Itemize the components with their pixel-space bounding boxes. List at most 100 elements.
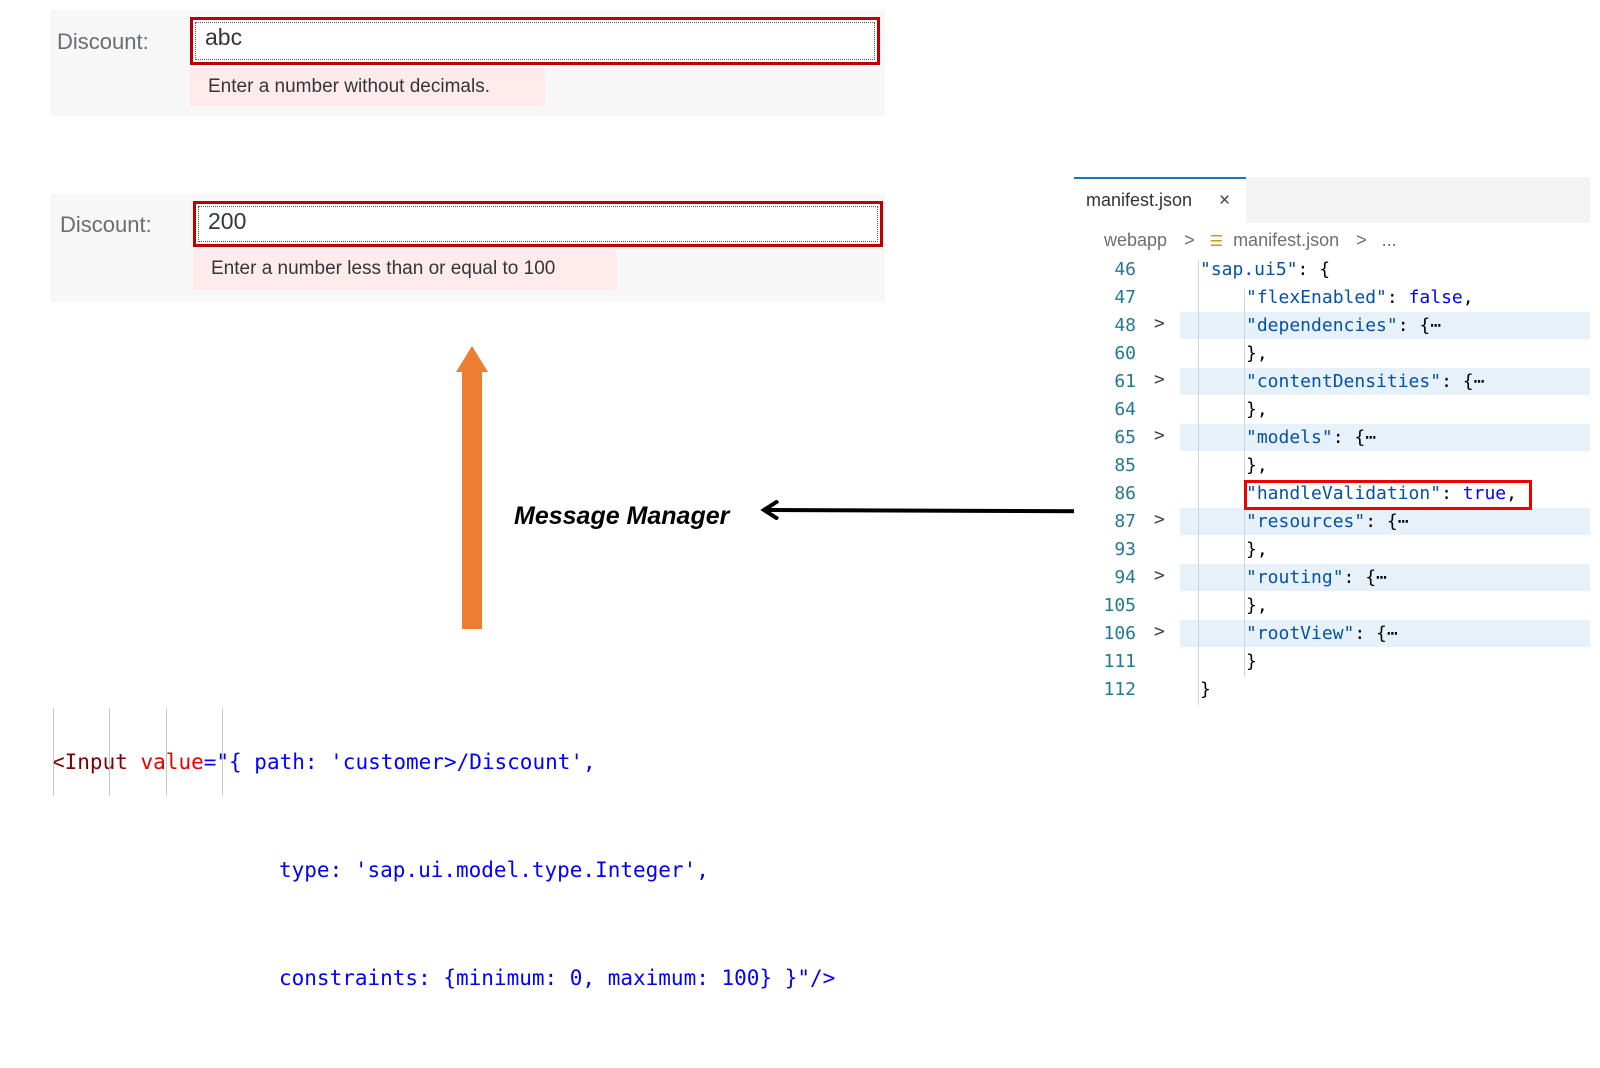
folded-line-highlight	[1180, 312, 1590, 339]
line-number: 47	[1114, 287, 1136, 308]
code-lines: 46"sap.ui5": { 47 "flexEnabled": false, 48 >…	[1074, 255, 1590, 703]
json-punctuation: }	[1246, 651, 1257, 672]
line-number: 87	[1114, 511, 1136, 532]
code-line: 94 > "routing": {⋯	[1074, 563, 1590, 591]
close-icon[interactable]: ×	[1219, 190, 1231, 211]
code-editor: manifest.json × webapp > ☰ manifest.json …	[1074, 177, 1590, 722]
code-text: "sap.ui5": {	[1200, 259, 1330, 280]
json-punctuation: },	[1246, 455, 1268, 476]
json-key: "dependencies"	[1246, 315, 1398, 336]
json-punctuation: : {⋯	[1365, 511, 1409, 532]
chevron-right-icon[interactable]: >	[1154, 565, 1165, 586]
json-punctuation: }	[1200, 679, 1211, 700]
code-line: 86"handleValidation": true,	[1074, 479, 1590, 507]
discount-label: Discount:	[57, 29, 149, 54]
discount-panel-1: Discount: abc Enter a number without dec…	[50, 10, 885, 116]
code-text: "rootView": {⋯	[1246, 623, 1398, 644]
code-line: 93},	[1074, 535, 1590, 563]
code-line: 87 > "resources": {⋯	[1074, 507, 1590, 535]
code-text: "routing": {⋯	[1246, 567, 1387, 588]
code-text: "resources": {⋯	[1246, 511, 1409, 532]
json-key: "routing"	[1246, 567, 1344, 588]
indent-guide	[1198, 261, 1199, 705]
code-line: 112}	[1074, 675, 1590, 703]
json-punctuation: : {	[1297, 259, 1331, 280]
json-file-icon: ☰	[1209, 233, 1224, 250]
error-message: Enter a number without decimals.	[190, 68, 545, 106]
discount-label: Discount:	[60, 212, 152, 237]
discount-input[interactable]: abc	[190, 17, 880, 65]
tab-manifest-json[interactable]: manifest.json ×	[1074, 177, 1246, 223]
line-number: 111	[1103, 651, 1136, 672]
highlight-box	[1244, 480, 1532, 510]
code-line-2: type: 'sap.ui.model.type.Integer',	[52, 852, 835, 888]
code-text: }	[1246, 651, 1257, 672]
code-value: ="{ path: 'customer>/Discount',	[203, 750, 596, 774]
code-line: 111}	[1074, 647, 1590, 675]
line-number: 48	[1114, 315, 1136, 336]
json-key: "rootView"	[1246, 623, 1355, 644]
code-tag: <Input	[52, 750, 128, 774]
json-punctuation: },	[1246, 399, 1268, 420]
line-number: 106	[1103, 623, 1136, 644]
line-number: 60	[1114, 343, 1136, 364]
message-manager-label: Message Manager	[514, 502, 730, 530]
folded-line-highlight	[1180, 368, 1590, 395]
chevron-right-icon: >	[1356, 230, 1367, 250]
folded-line-highlight	[1180, 620, 1590, 647]
json-punctuation: },	[1246, 595, 1268, 616]
breadcrumb-folder[interactable]: webapp	[1104, 230, 1168, 250]
chevron-right-icon[interactable]: >	[1154, 621, 1165, 642]
code-text: "dependencies": {⋯	[1246, 315, 1441, 336]
line-number: 64	[1114, 399, 1136, 420]
code-text: },	[1246, 399, 1268, 420]
code-line: 61 > "contentDensities": {⋯	[1074, 367, 1590, 395]
code-text: "flexEnabled": false,	[1246, 287, 1474, 308]
code-line: 105},	[1074, 591, 1590, 619]
line-number: 85	[1114, 455, 1136, 476]
indent-guides	[52, 708, 223, 798]
code-value: type: 'sap.ui.model.type.Integer',	[279, 858, 709, 882]
code-text: },	[1246, 539, 1268, 560]
json-punctuation: },	[1246, 539, 1268, 560]
json-punctuation: : {⋯	[1397, 315, 1442, 336]
json-key: "models"	[1246, 427, 1333, 448]
breadcrumb: webapp > ☰manifest.json > ...	[1104, 230, 1403, 251]
chevron-right-icon[interactable]: >	[1154, 509, 1165, 530]
breadcrumb-more[interactable]: ...	[1381, 230, 1397, 250]
line-number: 94	[1114, 567, 1136, 588]
chevron-right-icon[interactable]: >	[1154, 369, 1165, 390]
code-text: "handleValidation": true,	[1246, 483, 1517, 504]
code-line-1: <Input value="{ path: 'customer>/Discoun…	[52, 744, 835, 780]
folded-line-highlight	[1180, 424, 1590, 451]
json-literal: true	[1462, 483, 1507, 504]
code-text: },	[1246, 343, 1268, 364]
code-line: 64},	[1074, 395, 1590, 423]
json-literal: false	[1408, 287, 1463, 308]
chevron-right-icon[interactable]: >	[1154, 425, 1165, 446]
line-number: 61	[1114, 371, 1136, 392]
code-attr: value	[140, 750, 204, 774]
code-line: 46"sap.ui5": {	[1074, 255, 1590, 283]
json-key: "contentDensities"	[1246, 371, 1442, 392]
error-message: Enter a number less than or equal to 100	[193, 250, 617, 290]
code-line: 65>"models": {⋯	[1074, 423, 1590, 451]
json-key: "resources"	[1246, 511, 1366, 532]
json-punctuation: },	[1246, 343, 1268, 364]
code-line: 48 > "dependencies": {⋯	[1074, 311, 1590, 339]
json-punctuation: : {⋯	[1354, 623, 1398, 644]
code-text: },	[1246, 595, 1268, 616]
json-punctuation: : {⋯	[1343, 567, 1387, 588]
code-snippet: <Input value="{ path: 'customer>/Discoun…	[52, 672, 835, 1068]
code-text: "models": {⋯	[1246, 427, 1376, 448]
code-text: "contentDensities": {⋯	[1246, 371, 1484, 392]
code-value: constraints: {minimum: 0, maximum: 100} …	[279, 966, 836, 990]
line-number: 105	[1103, 595, 1136, 616]
discount-input[interactable]: 200	[193, 201, 883, 247]
code-line: 85},	[1074, 451, 1590, 479]
json-punctuation: :	[1386, 287, 1409, 308]
code-line: 47 "flexEnabled": false,	[1074, 283, 1590, 311]
json-key: "flexEnabled"	[1246, 287, 1387, 308]
breadcrumb-file[interactable]: manifest.json	[1233, 230, 1340, 250]
chevron-right-icon[interactable]: >	[1154, 313, 1165, 334]
